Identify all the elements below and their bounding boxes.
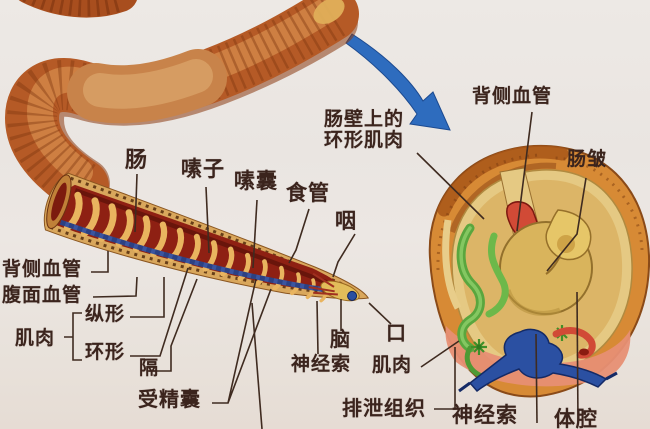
dissected-worm — [43, 172, 370, 304]
cross-section-view — [428, 144, 650, 398]
label-nerve-cord-right: 神经索 — [452, 403, 518, 427]
label-pharynx: 咽 — [335, 209, 357, 233]
label-longitudinal: 纵形 — [85, 304, 126, 325]
tail-tip — [313, 0, 345, 24]
label-intestinal-fold: 肠皱 — [567, 149, 608, 170]
label-esophagus: 食管 — [286, 181, 330, 205]
label-circular: 环形 — [85, 342, 126, 363]
label-septum: 隔 — [139, 358, 160, 379]
label-gut-wall-line2: 环形肌肉 — [324, 129, 405, 151]
label-gut-wall-circular-muscle: 肠壁上的 环形肌肉 — [324, 109, 405, 151]
leader-lines — [64, 111, 587, 429]
cross-section-arrow-icon — [345, 33, 451, 131]
label-dorsal-vessel-left: 背侧血管 — [2, 259, 83, 280]
section-nerve-cord — [458, 328, 618, 393]
label-excretory-tissue: 排泄组织 — [342, 398, 426, 420]
label-gut-wall-line1: 肠壁上的 — [324, 109, 405, 130]
label-body-cavity: 体腔 — [554, 407, 598, 429]
label-crop2: 嗉囊 — [234, 169, 278, 193]
nephridium-star-icon — [471, 339, 487, 355]
label-crop1: 嗉子 — [181, 157, 225, 181]
label-seminal-receptacle: 受精囊 — [138, 389, 201, 411]
label-mouth: 口 — [386, 323, 407, 345]
label-nerve-cord-left: 神经索 — [291, 354, 352, 375]
label-dorsal-vessel-right: 背侧血管 — [472, 86, 553, 107]
label-intestine: 肠 — [125, 147, 149, 172]
label-muscle-right: 肌肉 — [372, 355, 413, 376]
label-brain: 脑 — [330, 329, 351, 351]
section-subneural-vessel — [552, 327, 596, 359]
label-muscle-left: 肌肉 — [15, 328, 56, 349]
label-ventral-vessel: 腹面血管 — [2, 285, 83, 306]
brain-organ — [347, 290, 358, 301]
worm-body — [4, 0, 359, 213]
